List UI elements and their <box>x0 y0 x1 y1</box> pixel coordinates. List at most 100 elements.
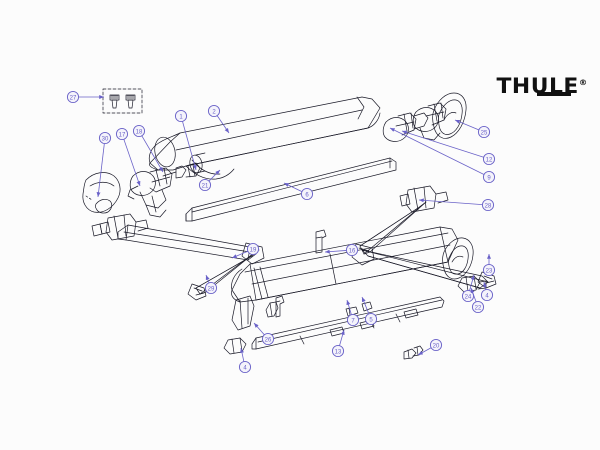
callout-17[interactable]: 17 <box>115 127 141 187</box>
callout-balloon[interactable] <box>482 152 496 166</box>
cap-fixing-left <box>223 337 247 355</box>
callout-28[interactable]: 28 <box>418 198 495 212</box>
callout-16[interactable]: 16 <box>324 243 359 257</box>
callout-number: 7 <box>351 318 355 324</box>
support-arm-right <box>351 185 497 289</box>
callout-balloon[interactable] <box>174 109 188 123</box>
callout-9[interactable]: 9 <box>389 127 496 184</box>
callout-leader-line <box>216 115 230 134</box>
callout-19[interactable]: 19 <box>231 242 260 259</box>
callout-24[interactable]: 24 <box>461 274 475 303</box>
callout-27[interactable]: 27 <box>66 90 104 104</box>
callout-leader-line <box>141 135 164 173</box>
callout-balloon[interactable] <box>66 90 80 104</box>
callout-leader-line <box>283 182 303 192</box>
callout-12[interactable]: 12 <box>401 130 496 166</box>
callout-leader-line <box>231 250 249 259</box>
callout-balloon[interactable] <box>481 198 495 212</box>
callout-leader-line <box>208 169 221 182</box>
callout-number: 13 <box>335 349 342 355</box>
callout-number: 2 <box>212 109 216 115</box>
callout-20[interactable]: 20 <box>417 338 443 356</box>
callout-number: 29 <box>208 286 215 292</box>
callout-number: 26 <box>265 337 272 343</box>
rail-clip-b <box>361 301 373 312</box>
callout-leader-line <box>205 274 210 283</box>
thule-wordmark-text: THULE <box>496 74 580 98</box>
callout-number: 20 <box>433 343 440 349</box>
callout-leader-line <box>483 281 488 290</box>
callout-number: 5 <box>369 317 373 323</box>
callout-balloon[interactable] <box>482 170 496 184</box>
end-cap-right-upper <box>432 92 467 139</box>
callout-balloon[interactable] <box>207 104 221 118</box>
callout-balloon[interactable] <box>364 312 378 326</box>
gear-assembly-right <box>382 112 429 142</box>
fixing-clip-set <box>403 345 424 360</box>
callout-30[interactable]: 30 <box>96 131 112 198</box>
callout-balloon[interactable] <box>198 178 212 192</box>
callout-balloon[interactable] <box>98 131 112 145</box>
callout-number: 1 <box>179 114 183 120</box>
callout-1[interactable]: 1 <box>174 109 197 171</box>
callout-4[interactable]: 4 <box>238 347 252 374</box>
callout-number: 22 <box>475 305 482 311</box>
callout-leader-line <box>418 198 483 205</box>
cassette-housing-lower <box>231 226 459 303</box>
callout-number: 19 <box>250 247 257 253</box>
callout-balloon[interactable] <box>345 243 359 257</box>
callout-balloon[interactable] <box>429 338 443 352</box>
lead-rail-bar <box>185 157 397 222</box>
callout-22[interactable]: 22 <box>470 287 485 314</box>
callout-balloon[interactable] <box>132 124 146 138</box>
callout-number: 4 <box>243 365 247 371</box>
drive-shaft-pin <box>162 162 201 179</box>
callout-5[interactable]: 5 <box>361 296 378 326</box>
callout-balloon[interactable] <box>477 125 491 139</box>
callout-balloon[interactable] <box>261 332 275 346</box>
roller-tube-upper <box>148 96 381 171</box>
registered-mark: ® <box>579 78 588 87</box>
callout-21[interactable]: 21 <box>198 169 221 192</box>
callout-balloon[interactable] <box>480 288 494 302</box>
callout-number: 16 <box>349 248 356 254</box>
callout-13[interactable]: 13 <box>331 329 345 358</box>
callout-leader-line <box>469 274 475 291</box>
callout-number: 27 <box>70 95 77 101</box>
callout-number: 9 <box>487 175 491 181</box>
callout-4[interactable]: 4 <box>480 281 494 302</box>
callout-6[interactable]: 6 <box>283 182 314 201</box>
callout-balloon[interactable] <box>346 313 360 327</box>
callout-balloon[interactable] <box>471 300 485 314</box>
callout-leader-line <box>123 139 141 187</box>
callout-25[interactable]: 25 <box>454 119 491 139</box>
callout-balloon[interactable] <box>115 127 129 141</box>
callout-leader-line <box>324 249 347 254</box>
callout-29[interactable]: 29 <box>204 274 218 295</box>
callout-leader-line <box>253 322 265 336</box>
callout-balloon[interactable] <box>300 187 314 201</box>
gear-assembly-right-secondary <box>412 102 447 141</box>
callout-leader-line <box>417 347 432 356</box>
callout-leader-line <box>454 119 479 131</box>
wall-bracket-small <box>315 229 327 254</box>
callout-balloon[interactable] <box>204 281 218 295</box>
callout-leader-line <box>182 121 197 171</box>
callout-number: 4 <box>485 293 489 299</box>
callout-balloon[interactable] <box>482 263 496 277</box>
callout-leader-line <box>389 127 485 175</box>
callout-number: 18 <box>136 129 143 135</box>
callout-7[interactable]: 7 <box>346 299 360 327</box>
thule-wordmark: THULE® <box>497 76 588 97</box>
callout-balloon[interactable] <box>246 242 260 256</box>
callout-balloon[interactable] <box>331 344 345 358</box>
callout-2[interactable]: 2 <box>207 104 230 134</box>
callout-18[interactable]: 18 <box>132 124 164 173</box>
callout-26[interactable]: 26 <box>253 322 275 346</box>
callout-23[interactable]: 23 <box>482 254 496 277</box>
callout-leader-line <box>470 287 477 302</box>
thule-logo: THULE® <box>497 76 588 97</box>
callout-balloon[interactable] <box>238 360 252 374</box>
